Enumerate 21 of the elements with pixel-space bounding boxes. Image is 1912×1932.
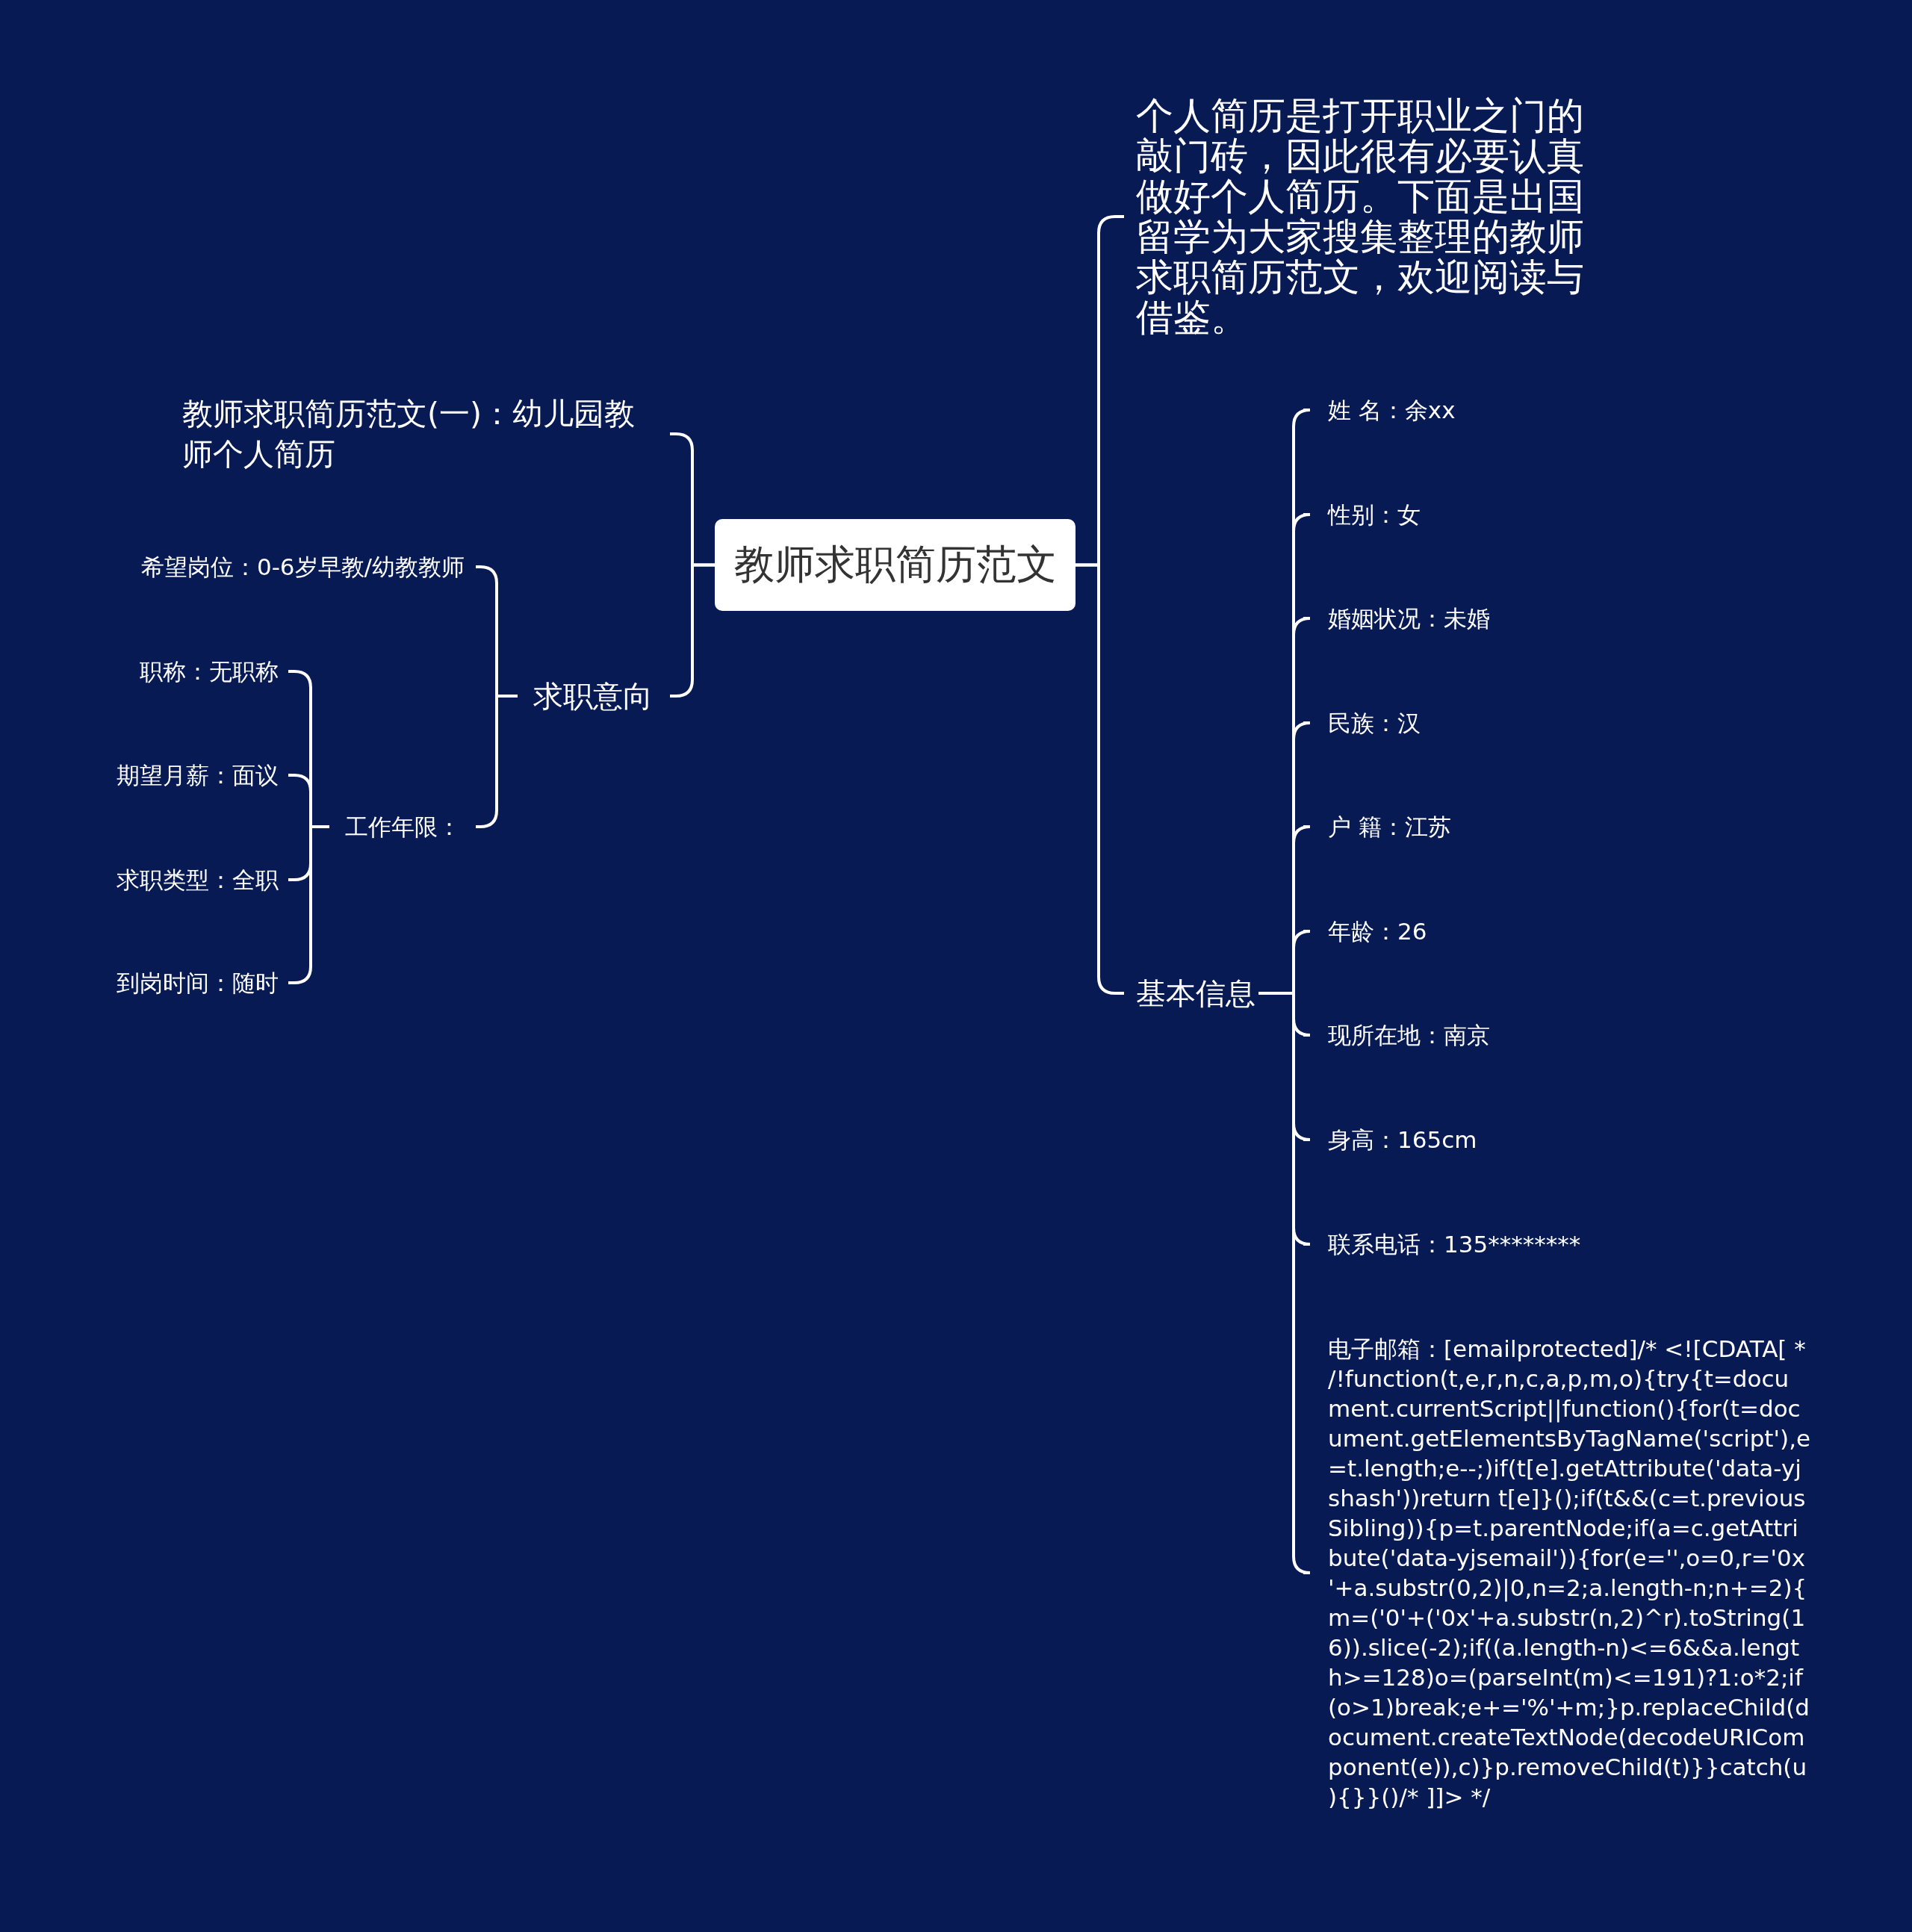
topic-text: 现所在地：南京 (1303, 1020, 1751, 1050)
topic-text: 婚姻状况：未婚 (1303, 603, 1751, 633)
topic-text: 联系电话：135******** (1303, 1229, 1751, 1259)
topic-text: 工作年限： (329, 812, 476, 842)
topic-text: 求职意向 (518, 677, 670, 715)
topic-text: 民族：汉 (1303, 708, 1751, 738)
topic-text: 职称：无职称 (64, 656, 288, 686)
topic-text: 年龄：26 (1303, 916, 1751, 946)
topic-text: 电子邮箱：[emailprotected]/* <![CDATA[ */!function(t,e,r,n,c,a,p,m,o){try{t=document.currentScript||function(){for(t=document.getElementsByTagName('script'),e=t.length;e--;)if(t[e].getAttribute('data-yjshash'))return t[e]}();if(t&&(c=t.previousSibling)){p=t.parentNode;if(a=c.getAttribute('data-yjsemail')){for(e='',o=0,r='0x'+a.substr(0,2)|0,n=2;a.length-n;n+=2){m=('0'+('0x'+a.substr(n,2)^r).toString(16)).slice(-2);if((a.length-n)<=6&&a.length>=128)o=(parseInt(m)<=191)?1:o*2;if(o>1)break;e+='%'+m;}p.replaceChild(document.createTextNode(decodeURIComponent(e)),c)}p.removeChild(t)}}catch(u){}}()/* ]]> */ (1303, 1334, 1819, 1812)
topic-text: 身高：165cm (1303, 1125, 1751, 1155)
central-topic-box: 教师求职简历范文 (715, 518, 1076, 611)
topic-text: 姓 名：余xx (1303, 395, 1751, 425)
topic-text: 教师求职简历范文(一)：幼儿园教师个人简历 (172, 394, 670, 474)
topic-text: 户 籍：江苏 (1303, 812, 1751, 842)
topic-text: 基本信息 (1124, 974, 1258, 1013)
topic-text: 希望岗位：0-6岁早教/幼教教师 (58, 552, 476, 582)
topic-text: 性别：女 (1303, 500, 1751, 529)
topic-text: 到岗时间：随时 (64, 968, 288, 998)
topic-text: 期望月薪：面议 (64, 760, 288, 790)
topic-text: 求职类型：全职 (64, 865, 288, 895)
topic-text: 个人简历是打开职业之门的敲门砖，因此很有必要认真做好个人简历。下面是出国留学为大家搜集整理的教师求职简历范文，欢迎阅读与借鉴。 (1124, 96, 1602, 338)
